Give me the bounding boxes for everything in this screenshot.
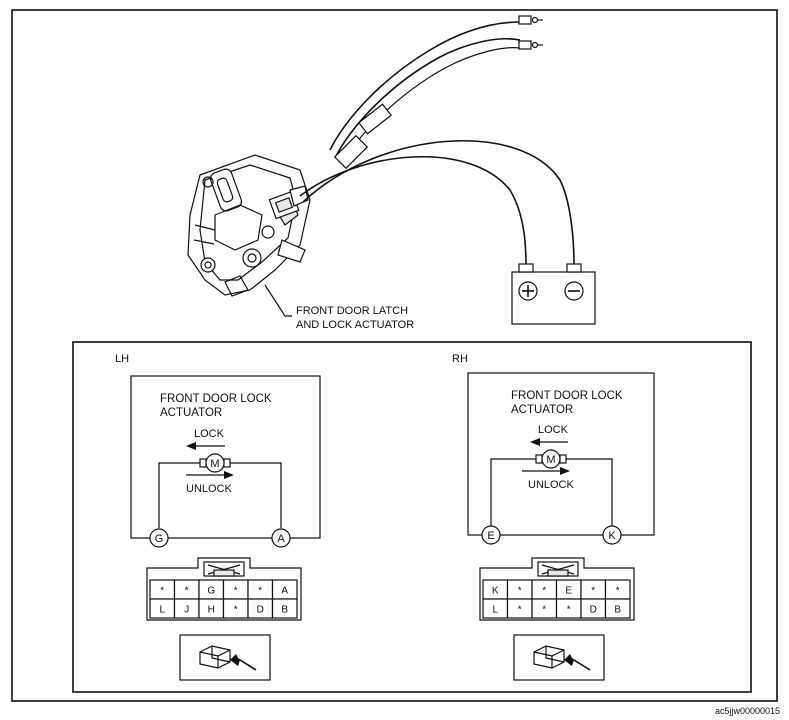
lh-pin-label: * bbox=[160, 586, 164, 597]
lh-terminal-g bbox=[149, 528, 169, 548]
lh-pin-label: G bbox=[207, 586, 215, 597]
lh-connector-face: * * G * * A L J H * D B bbox=[146, 557, 302, 621]
lh-motor-icon bbox=[205, 453, 225, 473]
lh-pin-label: L bbox=[159, 605, 165, 616]
rh-terminal-e bbox=[481, 525, 501, 545]
lh-unlock-arrow-icon bbox=[224, 471, 234, 479]
actuator-label-line1: FRONT DOOR LATCH bbox=[296, 305, 408, 317]
lh-pin-label: D bbox=[257, 605, 264, 616]
rh-title-line2: ACTUATOR bbox=[511, 404, 573, 416]
lh-lock-arrow-icon bbox=[186, 442, 196, 450]
lh-pin-label: H bbox=[208, 605, 215, 616]
lh-pin-label: * bbox=[258, 586, 262, 597]
rh-terminal-k bbox=[602, 525, 622, 545]
lh-side-label: LH bbox=[115, 353, 129, 365]
lh-lock-label: LOCK bbox=[194, 428, 225, 440]
rh-pin-cell bbox=[604, 598, 631, 619]
rh-motor-label: M bbox=[546, 454, 555, 466]
rh-pin-label: D bbox=[590, 605, 597, 616]
rh-lock-label: LOCK bbox=[538, 424, 569, 436]
rh-pin-label: * bbox=[542, 586, 546, 597]
rh-pin-label: * bbox=[567, 605, 571, 616]
rh-unlock-arrow-icon bbox=[560, 467, 570, 475]
rh-pin-label: * bbox=[518, 586, 522, 597]
lh-pin-cell bbox=[271, 598, 298, 619]
rh-circuit: RH FRONT DOOR LOCK ACTUATOR LOCK M UNLOC… bbox=[452, 353, 655, 681]
rh-pin-label: * bbox=[542, 605, 546, 616]
negative-terminal-icon bbox=[564, 281, 584, 301]
rh-terminal-k-label: K bbox=[608, 530, 616, 542]
lh-pin-label: J bbox=[184, 605, 189, 616]
rh-connector-view-icon bbox=[533, 645, 591, 671]
door-latch-illustration bbox=[187, 15, 543, 317]
rh-pin-label: * bbox=[616, 586, 620, 597]
rh-lock-arrow-icon bbox=[530, 438, 540, 446]
rh-side-label: RH bbox=[452, 353, 468, 365]
rh-pin-label: K bbox=[492, 586, 499, 597]
lh-terminal-g-label: G bbox=[155, 533, 164, 545]
battery bbox=[511, 263, 596, 325]
rh-title-line1: FRONT DOOR LOCK bbox=[511, 390, 623, 402]
lh-pin-label: * bbox=[234, 586, 238, 597]
rh-terminal-e-label: E bbox=[487, 530, 494, 542]
rh-actuator-box bbox=[467, 372, 655, 536]
rh-unlock-label: UNLOCK bbox=[528, 479, 575, 491]
lh-title-line2: ACTUATOR bbox=[160, 407, 222, 419]
actuator-label-line2: AND LOCK ACTUATOR bbox=[296, 319, 414, 331]
lh-pin-label: B bbox=[281, 605, 288, 616]
wire-negative bbox=[302, 139, 575, 266]
lh-terminal-a bbox=[271, 528, 291, 548]
lh-title-line1: FRONT DOOR LOCK bbox=[160, 393, 272, 405]
lh-unlock-label: UNLOCK bbox=[186, 483, 233, 495]
rh-pin-label: * bbox=[518, 605, 522, 616]
circuit-panel bbox=[72, 341, 752, 693]
lh-view-frame bbox=[179, 634, 271, 681]
lh-circuit: LH FRONT DOOR LOCK ACTUATOR LOCK M UNLOC… bbox=[115, 353, 321, 681]
outer-frame bbox=[11, 9, 778, 702]
lh-terminal-a-label: A bbox=[277, 533, 285, 545]
lh-pin-label: * bbox=[185, 586, 189, 597]
rh-pin-label: E bbox=[565, 586, 572, 597]
lh-pin-label: A bbox=[281, 586, 288, 597]
lh-pin-label: * bbox=[234, 605, 238, 616]
positive-terminal-icon bbox=[518, 281, 538, 301]
wire-positive bbox=[299, 156, 527, 266]
rh-pin-label: L bbox=[492, 605, 498, 616]
rh-motor-icon bbox=[541, 449, 561, 469]
figure-id: ac5jjw00000015 bbox=[715, 706, 780, 716]
rh-connector-face: K * * E * * L * * * D B bbox=[479, 557, 635, 621]
lh-motor-label: M bbox=[210, 458, 219, 470]
lh-actuator-box bbox=[130, 375, 321, 539]
lh-connector-view-icon bbox=[199, 645, 257, 671]
rh-pin-label: B bbox=[614, 605, 621, 616]
rh-view-frame bbox=[513, 634, 605, 681]
rh-pin-label: * bbox=[591, 586, 595, 597]
